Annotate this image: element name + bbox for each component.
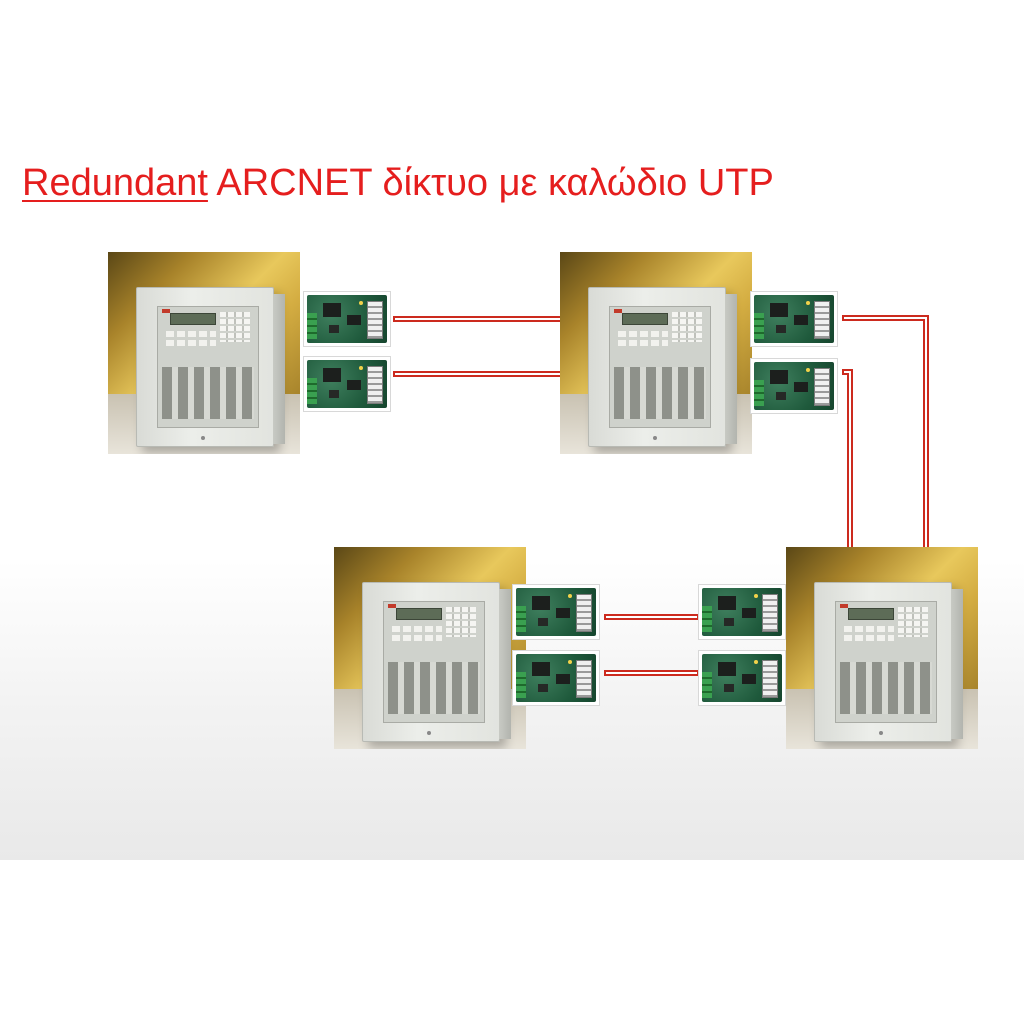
brand-logo [840,604,848,608]
keypad [446,607,476,637]
network-board-3a [512,584,600,640]
lcd-display [622,313,668,325]
control-buttons [166,331,216,347]
title-underlined-word: Redundant [22,162,208,204]
panel-cabinet [362,582,511,742]
panel-front [157,306,259,428]
panel-front [383,601,485,723]
panel-cabinet [588,287,737,447]
network-board-1a [303,291,391,347]
control-buttons [844,626,894,642]
lcd-display [170,313,216,325]
network-board-2a [750,291,838,347]
title-rest: ARCNET δίκτυο με καλώδιο UTP [207,162,774,204]
network-board-4a [698,584,786,640]
fire-panel-2 [560,252,752,454]
fire-panel-1 [108,252,300,454]
fire-panel-3 [334,547,526,749]
panel-cabinet [136,287,285,447]
brand-logo [162,309,170,313]
keypad [220,312,250,342]
panel-front [835,601,937,723]
lcd-display [396,608,442,620]
keypad [898,607,928,637]
fire-panel-4 [786,547,978,749]
screw [201,436,205,440]
zone-indicators [840,662,932,714]
network-board-3b [512,650,600,706]
slide-title: Redundant ARCNET δίκτυο με καλώδιο UTP [22,162,774,205]
control-buttons [618,331,668,347]
cable-link [842,369,853,551]
brand-logo [388,604,396,608]
lcd-display [848,608,894,620]
network-board-4b [698,650,786,706]
zone-indicators [162,367,254,419]
brand-logo [614,309,622,313]
zone-indicators [614,367,706,419]
screw [879,731,883,735]
network-board-1b [303,356,391,412]
screw [653,436,657,440]
network-board-2b [750,358,838,414]
keypad [672,312,702,342]
panel-cabinet [814,582,963,742]
panel-front [609,306,711,428]
control-buttons [392,626,442,642]
screw [427,731,431,735]
zone-indicators [388,662,480,714]
cable-link [842,315,929,551]
